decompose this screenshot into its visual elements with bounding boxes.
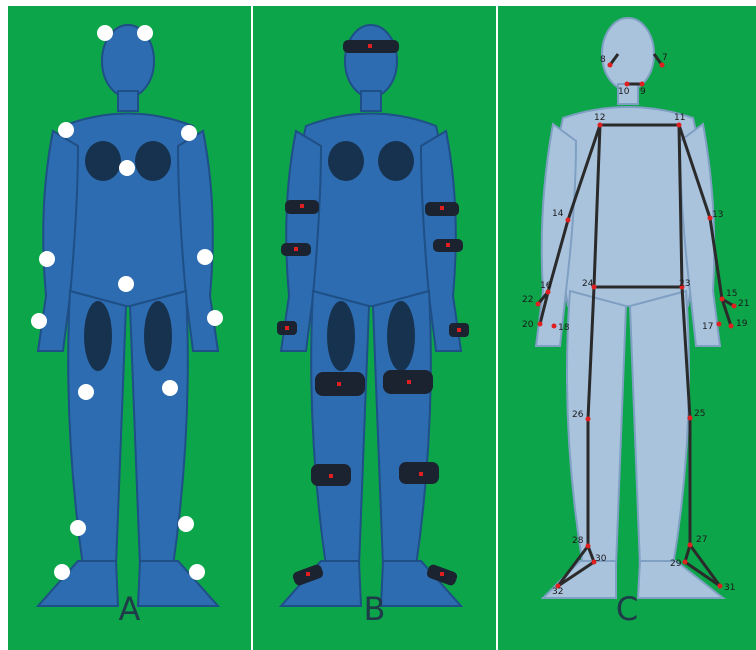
keypoint-label: 13 bbox=[712, 210, 723, 220]
keypoint-dot bbox=[640, 82, 645, 87]
keypoint-dot bbox=[688, 416, 693, 421]
keypoint-dot bbox=[536, 302, 541, 307]
keypoint-label: 7 bbox=[662, 53, 668, 63]
figure-b bbox=[253, 6, 496, 650]
marker-dot bbox=[178, 516, 194, 532]
keypoint-label: 8 bbox=[600, 55, 606, 65]
keypoint-dot bbox=[683, 560, 688, 565]
marker-dot bbox=[70, 520, 86, 536]
marker-dot bbox=[181, 125, 197, 141]
figure-c: 7 8 9 10 11 12 13 14 15 16 17 18 19 20 2… bbox=[498, 6, 756, 650]
marker-dot bbox=[137, 25, 153, 41]
marker-dot bbox=[189, 564, 205, 580]
marker-dot bbox=[162, 380, 178, 396]
keypoint-label: 22 bbox=[522, 295, 533, 305]
marker-dot bbox=[58, 122, 74, 138]
keypoint-label: 23 bbox=[679, 279, 690, 289]
keypoint-dot bbox=[608, 63, 613, 68]
keypoint-label: 15 bbox=[726, 289, 737, 299]
keypoint-dot bbox=[688, 543, 693, 548]
sensor-band bbox=[285, 200, 319, 214]
keypoint-label: 27 bbox=[696, 535, 707, 545]
sensor-band bbox=[343, 40, 399, 53]
marker-dot bbox=[97, 25, 113, 41]
sensor-band bbox=[399, 462, 439, 484]
marker-dot bbox=[197, 249, 213, 265]
keypoint-dot bbox=[677, 123, 682, 128]
keypoint-dot bbox=[586, 544, 591, 549]
sensor-band bbox=[315, 372, 365, 396]
keypoint-label: 16 bbox=[540, 281, 552, 291]
body-figure-b bbox=[281, 25, 461, 606]
keypoint-label: 25 bbox=[694, 409, 705, 419]
keypoint-label: 28 bbox=[572, 536, 584, 546]
keypoint-label: 30 bbox=[595, 554, 607, 564]
panel-label-a: A bbox=[8, 590, 251, 628]
keypoint-label: 24 bbox=[582, 279, 594, 289]
panel-label-c: C bbox=[498, 590, 756, 628]
keypoint-dot bbox=[538, 322, 543, 327]
skeleton-bone bbox=[685, 545, 690, 562]
marker-dot bbox=[54, 564, 70, 580]
sensor-band bbox=[449, 323, 469, 337]
body-figure-c bbox=[536, 18, 723, 598]
keypoint-label: 26 bbox=[572, 410, 584, 420]
keypoint-label: 12 bbox=[594, 113, 605, 123]
sensor-band bbox=[425, 202, 459, 216]
keypoint-dot bbox=[598, 123, 603, 128]
keypoint-label: 20 bbox=[522, 320, 534, 330]
keypoint-label: 10 bbox=[618, 87, 630, 97]
marker-dot bbox=[78, 384, 94, 400]
keypoint-dot bbox=[732, 304, 737, 309]
keypoint-label: 18 bbox=[558, 323, 570, 333]
keypoint-label: 14 bbox=[552, 209, 564, 219]
keypoint-label: 21 bbox=[738, 299, 749, 309]
sensor-band bbox=[383, 370, 433, 394]
panel-label-b: B bbox=[253, 590, 496, 628]
keypoint-label: 17 bbox=[702, 322, 713, 332]
panel-c-pose-skeleton: 7 8 9 10 11 12 13 14 15 16 17 18 19 20 2… bbox=[498, 6, 756, 650]
keypoint-dot bbox=[729, 324, 734, 329]
keypoint-dot bbox=[717, 322, 722, 327]
keypoint-dot bbox=[720, 297, 725, 302]
keypoint-label: 29 bbox=[670, 559, 682, 569]
sensor-band bbox=[311, 464, 351, 486]
keypoint-dot bbox=[586, 417, 591, 422]
panel-b-sensor-bands: B bbox=[253, 6, 496, 650]
keypoint-dot bbox=[660, 63, 665, 68]
sensor-band bbox=[281, 243, 311, 256]
sensor-band bbox=[433, 239, 463, 252]
marker-dot bbox=[39, 251, 55, 267]
marker-dot bbox=[31, 313, 47, 329]
keypoint-label: 9 bbox=[640, 87, 646, 97]
keypoint-dot bbox=[718, 584, 723, 589]
panel-a-marker-suit: A bbox=[8, 6, 251, 650]
marker-dot bbox=[207, 310, 223, 326]
keypoint-dot bbox=[566, 218, 571, 223]
marker-dot bbox=[118, 276, 134, 292]
keypoint-dot bbox=[625, 82, 630, 87]
marker-dot bbox=[119, 160, 135, 176]
figure-a bbox=[8, 6, 251, 650]
sensor-band bbox=[277, 321, 297, 335]
keypoint-label: 19 bbox=[736, 319, 748, 329]
keypoint-dot bbox=[552, 324, 557, 329]
keypoint-label: 11 bbox=[674, 113, 685, 123]
